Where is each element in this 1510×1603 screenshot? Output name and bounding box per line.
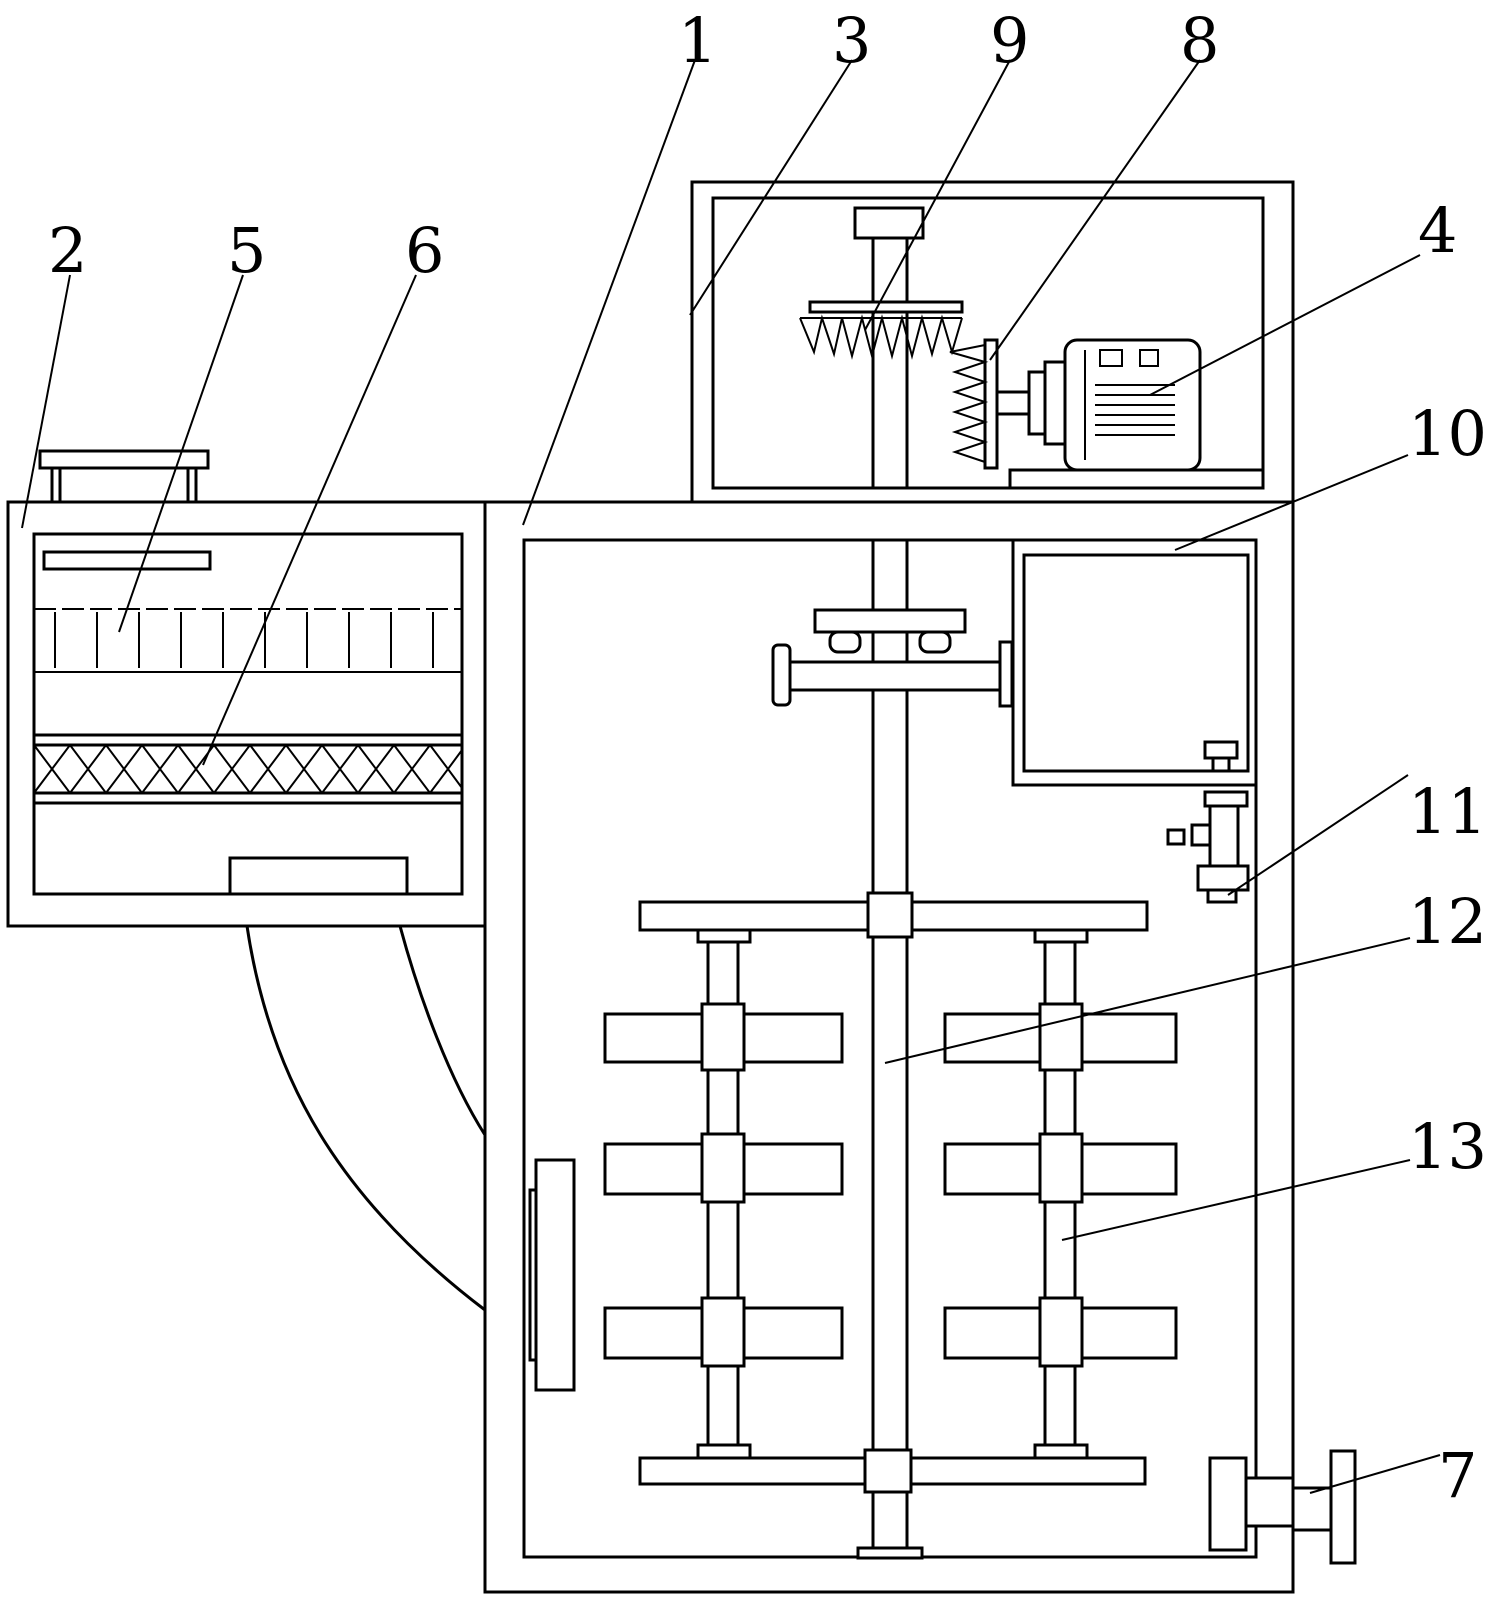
label-11: 11: [1408, 775, 1487, 848]
carbon-layer: [33, 733, 463, 805]
motor: [995, 338, 1265, 490]
leader-lines: [21, 59, 1441, 1494]
connecting-pipes: [245, 925, 487, 1312]
motor-housing: [690, 180, 1295, 504]
label-3: 3: [832, 4, 871, 77]
upper-support-arm: [771, 608, 1014, 708]
horizontal-bevel-gear: [799, 300, 964, 360]
label-4: 4: [1418, 194, 1457, 267]
filter-screen: [34, 608, 462, 673]
label-7: 7: [1438, 1439, 1477, 1512]
water-tank: [1011, 538, 1258, 787]
filter-box: [6, 449, 487, 928]
valve: [1166, 790, 1250, 904]
door-handle: [528, 1158, 576, 1392]
label-8: 8: [1180, 4, 1219, 77]
right-paddle-shaft: [943, 940, 1178, 1447]
reference-numerals: 1 3 9 8 4 10 11 12 13 7 2 5 6: [48, 4, 1487, 1512]
label-6: 6: [405, 214, 444, 287]
label-5: 5: [227, 214, 266, 287]
label-12: 12: [1408, 885, 1487, 958]
label-10: 10: [1408, 397, 1487, 470]
central-shaft: [853, 206, 925, 1560]
left-paddle-shaft: [603, 940, 844, 1447]
label-1: 1: [678, 4, 717, 77]
outlet: [1208, 1449, 1357, 1565]
label-2: 2: [48, 214, 87, 287]
stirring-frame: [638, 891, 1149, 1494]
label-13: 13: [1408, 1110, 1487, 1183]
label-9: 9: [990, 4, 1029, 77]
